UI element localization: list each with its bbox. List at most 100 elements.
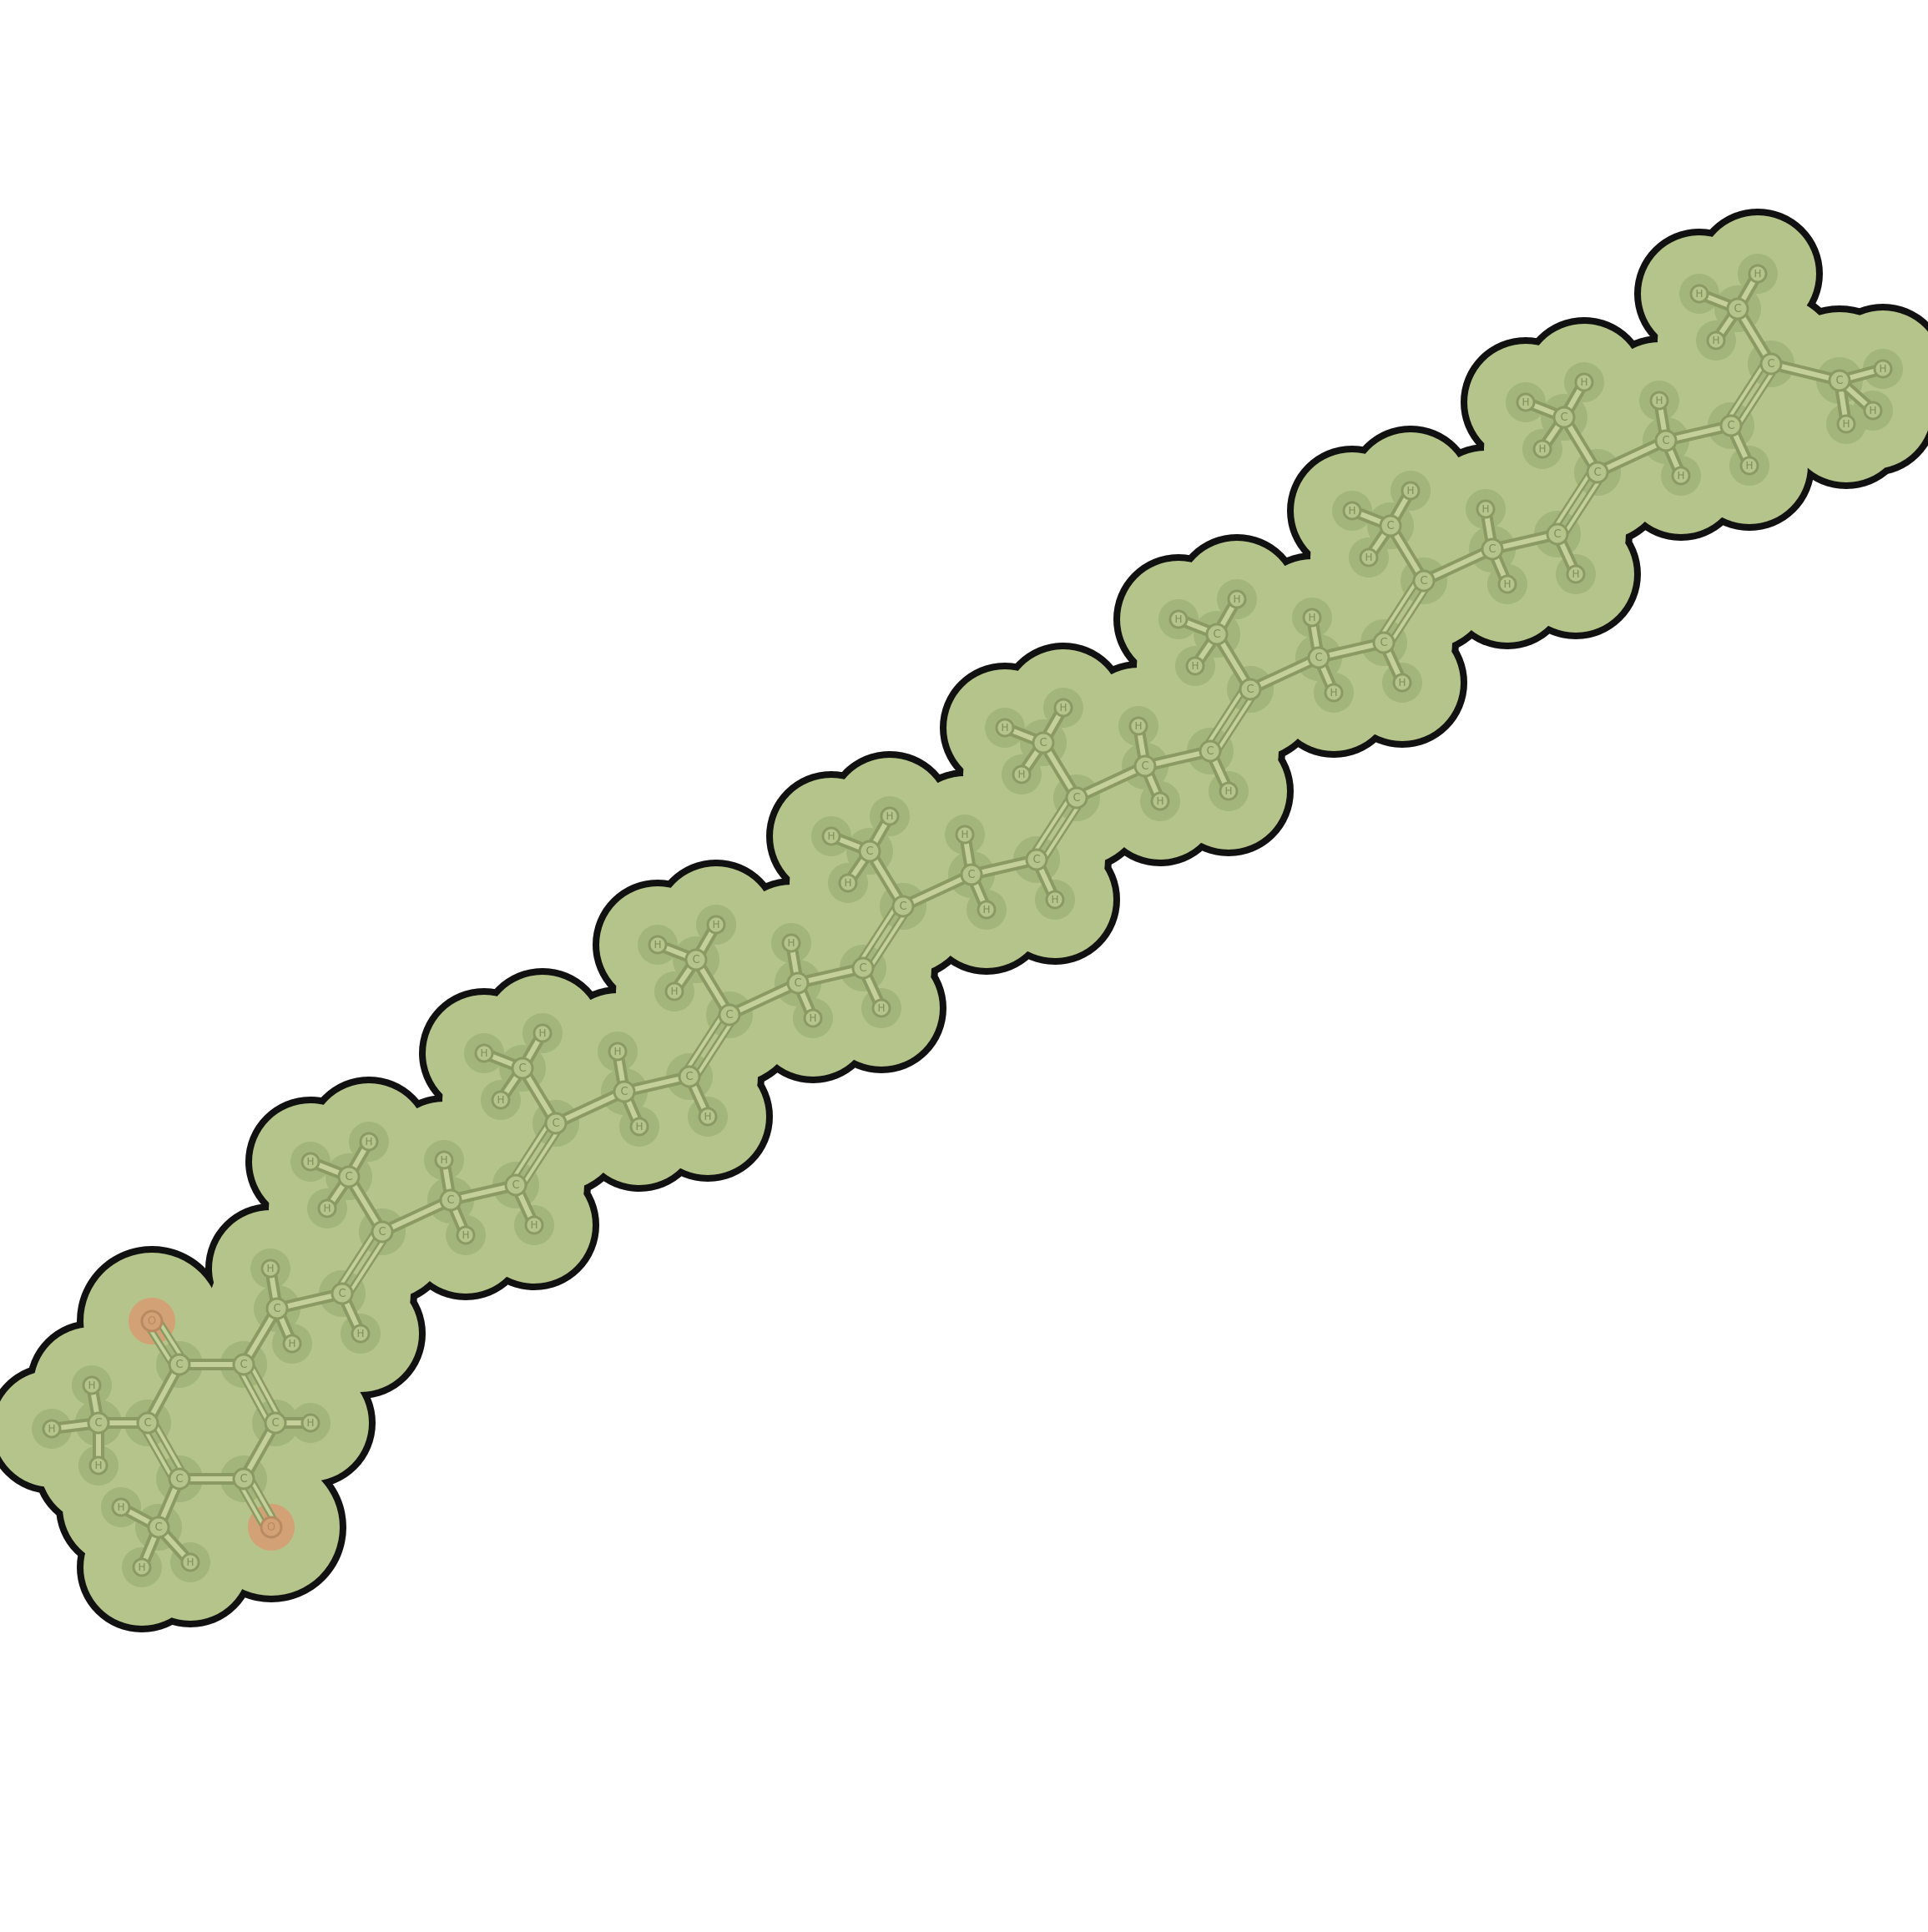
atom-label: C [1662,435,1669,447]
carbon-atom: C [1719,414,1743,437]
atom-label: C [1141,760,1148,773]
hydrogen-atom: H [434,1150,454,1170]
hydrogen-atom: H [300,1152,320,1172]
oxygen-atom: O [260,1516,283,1539]
atom-label: H [613,1046,621,1057]
atom-label: H [1754,268,1761,280]
carbon-atom: C [511,1057,534,1080]
atom-label: H [440,1154,447,1166]
carbon-atom: C [1481,537,1504,561]
atom-label: H [1059,702,1067,714]
double-bond [1722,356,1780,433]
atom-label: C [1039,737,1047,749]
carbon-atom: C [1546,522,1569,546]
carbon-atom: C [168,1353,191,1376]
atom-label: H [323,1203,331,1214]
hydrogen-atom: H [1185,656,1205,676]
hydrogen-atom: H [1012,764,1032,784]
atom-label: C [620,1086,628,1098]
hydrogen-atom: H [1574,372,1594,392]
hydrogen-atom: H [260,1259,280,1279]
hydrogen-atom: H [1227,589,1247,609]
carbon-atom: C [168,1467,191,1491]
single-bond [1244,652,1325,695]
atom-label: H [654,939,661,951]
hydrogen-atom: H [1168,609,1189,629]
single-bond [376,1194,457,1238]
atom-label: C [552,1117,559,1130]
hydrogen-atom: H [838,873,858,893]
carbon-atom: C [858,840,881,863]
hydrogen-atom: H [359,1132,379,1152]
oxygen-atom: O [140,1309,164,1333]
carbon-atom: C [337,1165,361,1188]
carbon-atom: C [1372,631,1396,654]
hydrogen-atom: H [82,1375,102,1395]
atom-label: C [1032,854,1040,866]
hydrogen-atom: H [1476,499,1496,519]
atom-label: H [886,810,893,822]
atom-label: H [982,904,990,916]
atom-label: C [725,1009,733,1021]
hydrogen-atom: H [317,1198,337,1218]
atom-label: H [117,1501,124,1513]
single-bond [550,1086,630,1129]
carbon-atom: C [1412,569,1436,593]
atom-label: C [1420,575,1427,588]
atom-label: H [356,1328,364,1339]
hydrogen-atom: H [1150,791,1170,811]
atom-label: C [338,1288,346,1300]
carbon-atom: C [439,1188,462,1212]
atom-label: H [1398,677,1406,689]
atom-label: C [1386,520,1394,532]
atom-label: H [1308,612,1315,623]
carbon-atom: C [1379,514,1402,537]
hydrogen-atom: H [1739,456,1759,476]
carbon-atom: C [1586,461,1609,484]
hydrogen-atom: H [1516,392,1536,412]
atom-label: H [1156,795,1163,807]
atom-label: H [1503,578,1511,590]
atom-label: C [1380,637,1387,649]
atom-label: C [1246,684,1254,696]
hydrogen-atom: H [1532,439,1552,459]
atom-label: H [1580,376,1587,388]
atom-label: C [1560,411,1567,424]
atom-label: H [1174,613,1182,625]
atom-label: C [447,1194,454,1207]
carbon-atom: C [1032,731,1055,754]
hydrogen-atom: H [456,1225,476,1245]
carbon-atom: C [147,1516,170,1539]
atom-label: H [1842,418,1850,430]
atom-label: H [1233,593,1240,605]
hydrogen-atom: H [1401,481,1421,501]
atom-label: O [267,1521,275,1534]
atom-label: H [961,829,968,840]
atom-label: C [271,1417,279,1430]
atom-label: C [1767,358,1774,371]
atom-label: C [94,1417,102,1430]
hydrogen-atom: H [1053,698,1073,718]
atom-label: H [670,986,678,997]
hydrogen-atom: H [42,1419,62,1439]
single-bond [724,977,804,1021]
carbon-atom: C [684,948,708,971]
hydrogen-atom: H [955,825,975,845]
hydrogen-atom: H [1836,414,1856,434]
atom-label: C [1727,420,1734,432]
atom-label: H [530,1219,538,1231]
atom-label: H [48,1423,55,1435]
carbon-atom: C [851,956,875,980]
double-bond [235,1358,285,1430]
double-bond [1548,465,1607,542]
atom-label: H [1134,720,1142,732]
atom-label: H [877,1002,885,1014]
atom-label: H [1869,405,1876,416]
single-bond [1418,543,1498,587]
atom-label: C [1206,745,1214,758]
atom-label: C [1593,467,1601,479]
atom-label: H [480,1047,487,1059]
